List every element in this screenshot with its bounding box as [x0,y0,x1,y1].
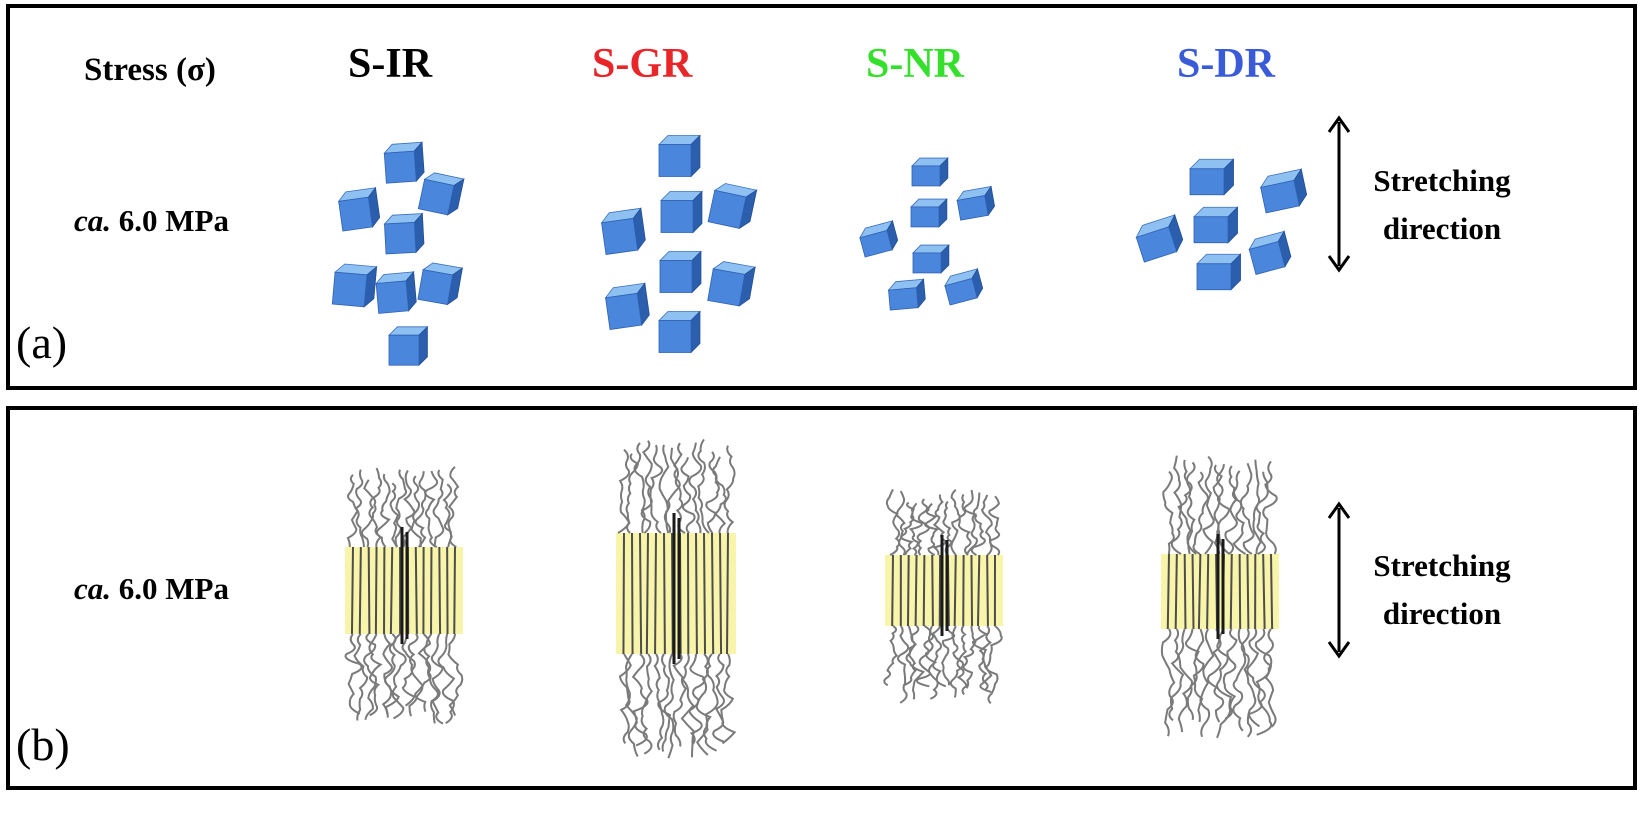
cube-3-3 [1135,213,1184,263]
cube-2-3 [859,219,899,258]
panel-a [6,4,1637,390]
stretching-line1-b: Stretching [1373,548,1511,583]
stretching-line2-b: direction [1382,596,1502,631]
sample-title-s-nr: S-NR [866,41,965,87]
stress-value-a-italic: ca. [74,203,112,238]
cube-1-3 [660,190,703,234]
cube-1-7 [658,310,701,354]
chain-bundle-0 [344,466,464,725]
sample-title-s-dr: S-DR [1177,41,1276,87]
cube-3-0 [1189,158,1235,196]
panel-label-b: (b) [16,719,70,770]
panel-label-a: (a) [16,317,68,368]
stress-header: Stress (σ) [84,52,216,88]
cube-0-1 [337,186,381,232]
cube-1-0 [658,134,701,178]
cube-0-7 [388,325,429,367]
stretching-direction-a: Stretching direction [1350,157,1534,253]
cube-0-6 [417,262,464,306]
cube-2-1 [956,185,995,221]
cube-2-0 [911,157,949,187]
cube-2-2 [910,198,948,228]
chain-bundle-3 [1160,455,1279,739]
stress-value-a: ca. 6.0 MPa [74,203,229,239]
cube-3-2 [1193,206,1239,244]
cube-1-6 [604,282,650,330]
cube-0-5 [375,270,417,314]
chain-bundle-2 [883,488,1003,705]
sample-title-s-ir: S-IR [348,41,433,87]
chain-bundle-1 [616,438,737,759]
cube-3-5 [1196,253,1242,291]
cube-0-4 [331,263,378,308]
cube-3-1 [1259,168,1308,214]
stress-value-b-rest: 6.0 MPa [111,571,229,606]
stretching-direction-b: Stretching direction [1350,542,1534,638]
cube-0-2 [417,172,465,216]
cube-2-4 [912,244,950,274]
stretching-arrow-a [1327,115,1351,273]
stress-value-b: ca. 6.0 MPa [74,571,229,607]
stretching-line2-a: direction [1382,211,1502,246]
cube-2-6 [887,278,926,311]
cube-1-5 [707,261,757,307]
cube-1-4 [659,250,702,294]
cube-0-0 [383,141,425,184]
sample-title-s-gr: S-GR [592,41,693,87]
cube-2-5 [944,267,984,306]
cube-1-1 [600,207,646,255]
stretching-line1-a: Stretching [1373,163,1511,198]
panel-b [6,406,1637,790]
cube-1-2 [707,183,758,230]
cube-0-3 [383,212,425,255]
stretching-arrow-b [1327,501,1351,659]
stress-value-a-rest: 6.0 MPa [111,203,229,238]
cube-3-4 [1248,230,1292,275]
stress-value-b-italic: ca. [74,571,112,606]
